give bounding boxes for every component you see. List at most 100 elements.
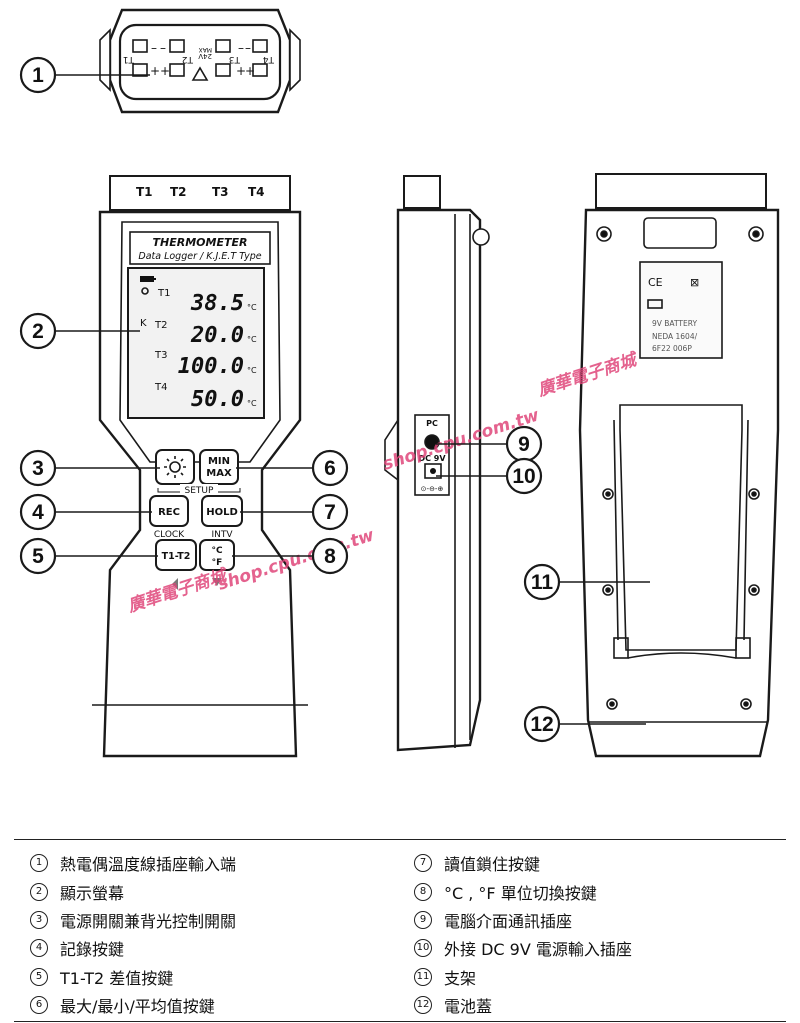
connector-label-t1: T1 — [123, 54, 135, 64]
svg-text:10: 10 — [512, 465, 535, 488]
minmax-button-line1: MIN — [208, 456, 230, 467]
front-channel-label-t3: T3 — [212, 185, 229, 199]
legend-number: 1 — [30, 854, 48, 873]
svg-text:⊠: ⊠ — [690, 276, 699, 289]
connector-label-max: MAX — [199, 46, 212, 53]
callout-10: 10 — [505, 457, 543, 495]
left-arrow-icon — [172, 578, 178, 590]
brand-subtitle: Data Logger / K.J.E.T Type — [138, 251, 261, 262]
lcd-display: K T1 38.5 °C T2 20.0 °C T3 100.0 °C T4 5… — [127, 267, 265, 419]
legend-number: 12 — [414, 996, 432, 1015]
legend-item: 1 熱電偶溫度線插座輸入端 — [30, 849, 236, 877]
legend-bottom-rule — [14, 1021, 786, 1022]
svg-text:7: 7 — [324, 501, 336, 524]
minmax-button-line2: MAX — [206, 468, 232, 479]
unit-button-line1: °C — [211, 546, 223, 556]
svg-text:–: – — [160, 41, 166, 55]
lcd-row-label-t2: T2 — [154, 320, 167, 331]
lcd-unit-t4: °C — [247, 399, 257, 408]
clock-label: CLOCK — [154, 530, 185, 540]
svg-text:4: 4 — [32, 501, 44, 524]
callout-2: 2 — [19, 312, 57, 350]
lcd-type-indicator: K — [140, 318, 147, 329]
lcd-unit-t1: °C — [247, 303, 257, 312]
svg-text:–: – — [151, 41, 157, 55]
thermometer-diagram: T1 – + T2 – + 24V MAX T3 – + T4 – — [19, 8, 780, 758]
sun-icon — [164, 456, 186, 478]
connector-t1: T1 – + — [123, 39, 160, 78]
legend-text: 讀值鎖住按鍵 — [444, 855, 541, 875]
legend-text: 電池蓋 — [444, 997, 493, 1017]
t1-t2-button-label: T1-T2 — [162, 551, 191, 562]
legend-top-rule — [14, 839, 786, 840]
hold-button[interactable]: HOLD — [201, 495, 243, 527]
unit-toggle-button[interactable]: °C °F — [199, 539, 235, 571]
legend-item: 6 最大/最小/平均值按鍵 — [30, 991, 236, 1019]
connector-label-t4: T4 — [263, 54, 275, 64]
legend-number: 9 — [414, 910, 432, 929]
down-arrow-icon — [212, 578, 222, 586]
legend-text: 最大/最小/平均值按鍵 — [60, 997, 215, 1017]
front-channel-label-t4: T4 — [248, 185, 265, 199]
legend-number: 8 — [414, 882, 432, 901]
connector-t4: T4 – + — [245, 39, 275, 78]
svg-text:9: 9 — [518, 433, 530, 456]
rec-button[interactable]: REC — [149, 495, 189, 527]
connector-label-t3: T3 — [229, 54, 241, 64]
intv-label: INTV — [211, 530, 233, 540]
svg-text:2: 2 — [32, 320, 44, 343]
legend-text: 熱電偶溫度線插座輸入端 — [60, 855, 237, 875]
svg-text:5: 5 — [32, 545, 44, 568]
top-connector-view: T1 – + T2 – + 24V MAX T3 – + T4 – — [99, 8, 301, 114]
lcd-row-label-t3: T3 — [154, 350, 167, 361]
lcd-value-t1: 38.5 — [190, 291, 244, 316]
callout-4: 4 — [19, 493, 57, 531]
legend-number: 3 — [30, 910, 48, 929]
battery-label-line3: 6F22 006P — [652, 344, 692, 353]
pc-port — [424, 434, 440, 450]
callouts: 1 2 3 4 5 6 7 8 9 10 11 12 — [19, 56, 650, 743]
clock-icon — [141, 287, 149, 295]
svg-text:⊙-⊖-⊕: ⊙-⊖-⊕ — [421, 485, 444, 493]
power-backlight-button[interactable] — [155, 449, 195, 485]
dc-port-label: DC 9V — [418, 454, 446, 463]
lcd-value-t4: 50.0 — [191, 387, 244, 412]
svg-text:8: 8 — [324, 545, 336, 568]
legend-text: 電腦介面通訊插座 — [444, 911, 573, 931]
svg-text:–: – — [238, 41, 244, 55]
svg-text:11: 11 — [531, 571, 554, 594]
svg-text:–: – — [245, 41, 251, 55]
legend-item: 12 電池蓋 — [414, 991, 632, 1019]
connector-t3: T3 – + — [215, 39, 246, 78]
back-view: CE ⊠ 9V BATTERY NEDA 1604/ 6F22 006P — [578, 173, 780, 758]
svg-text:1: 1 — [32, 64, 44, 87]
minmax-button[interactable]: MIN MAX — [199, 449, 239, 485]
legend-item: 8°C , °F 單位切換按鍵 — [414, 877, 632, 905]
pc-port-label: PC — [426, 419, 438, 428]
legend-number: 6 — [30, 996, 48, 1015]
callout-8: 8 — [311, 537, 349, 575]
svg-text:12: 12 — [530, 713, 553, 736]
front-channel-label-t2: T2 — [170, 185, 187, 199]
setup-label: SETUP — [185, 486, 214, 496]
svg-text:+: + — [236, 64, 246, 78]
legend-item: 9 電腦介面通訊插座 — [414, 906, 632, 934]
lcd-row-label-t4: T4 — [154, 382, 167, 393]
front-view: T1 T2 T3 T4 THERMOMETER Data Logger / K.… — [92, 175, 308, 758]
svg-text:6: 6 — [324, 457, 336, 480]
hold-button-label: HOLD — [206, 507, 238, 518]
svg-text:3: 3 — [32, 457, 44, 480]
side-view: PC DC 9V ⊙-⊖-⊕ — [384, 175, 490, 752]
t1-t2-button[interactable]: T1-T2 — [155, 539, 197, 571]
callout-7: 7 — [311, 493, 349, 531]
brand-title: THERMOMETER — [153, 236, 248, 249]
lcd-unit-t3: °C — [247, 366, 257, 375]
svg-text:+: + — [245, 64, 255, 78]
lcd-value-t2: 20.0 — [190, 323, 244, 348]
